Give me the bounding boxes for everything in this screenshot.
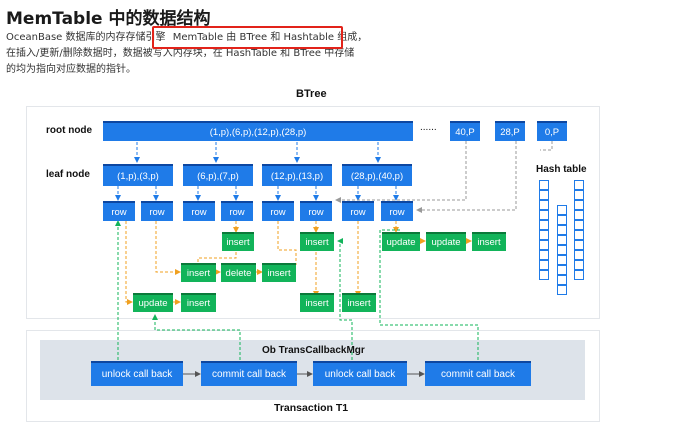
op-update-1: update [382, 232, 420, 251]
hash-cell [539, 240, 549, 250]
hash-cell [539, 200, 549, 210]
callback-commit-2: commit call back [425, 361, 531, 386]
op-update-3: update [133, 293, 173, 312]
hash-cell [557, 255, 567, 265]
hash-cell [539, 260, 549, 270]
row-5: row [262, 201, 294, 221]
highlight-box [152, 26, 343, 49]
hash-table-title: Hash table [536, 164, 587, 175]
hash-cell [539, 190, 549, 200]
root-node-box: (1,p),(6,p),(12,p),(28,p) [103, 121, 413, 141]
leaf-node-3: (12,p),(13,p) [262, 164, 332, 186]
para-line-2: 的均为指向对应数据的指针。 [6, 64, 136, 75]
op-insert-3: insert [472, 232, 506, 251]
btree-title: BTree [296, 88, 327, 100]
hash-cell [557, 205, 567, 215]
description-paragraph: OceanBase 数据库的内存存储引擎 MemTable 由 BTree 和 … [6, 30, 688, 78]
hash-cell [539, 180, 549, 190]
op-update-2: update [426, 232, 466, 251]
transaction-title: Transaction T1 [274, 402, 349, 414]
op-delete-1: delete [221, 263, 256, 282]
hash-cell [574, 220, 584, 230]
op-insert-7: insert [300, 293, 334, 312]
hash-cell [574, 190, 584, 200]
hash-cell [539, 220, 549, 230]
para-highlight: MemTable 由 BTree 和 Hashtable 组成， [172, 32, 368, 43]
op-insert-5: insert [262, 263, 296, 282]
leaf-node-4: (28,p),(40,p) [342, 164, 412, 186]
root-right-box-3: 0,P [537, 121, 567, 141]
leaf-node-2: (6,p),(7,p) [183, 164, 253, 186]
root-node-label: root node [46, 125, 93, 136]
root-right-box-2: 28,P [495, 121, 525, 141]
op-insert-1: insert [222, 232, 254, 251]
hash-cell [539, 270, 549, 280]
hash-cell [557, 265, 567, 275]
hash-cell [539, 250, 549, 260]
row-4: row [221, 201, 253, 221]
row-6: row [300, 201, 332, 221]
row-2: row [141, 201, 173, 221]
hash-cell [574, 230, 584, 240]
hash-cell [574, 250, 584, 260]
op-insert-6: insert [181, 293, 216, 312]
para-part-2: 在插入/更新/删除数据时，数据被写入内存块，在 HashTable 和 BTre… [6, 48, 355, 59]
hash-cell [574, 240, 584, 250]
op-insert-4: insert [181, 263, 216, 282]
row-1: row [103, 201, 135, 221]
row-3: row [183, 201, 215, 221]
hash-cell [539, 230, 549, 240]
hash-cell [574, 180, 584, 190]
hash-cell [557, 285, 567, 295]
para-part-1: OceanBase 数据库的内存存储引擎 [6, 32, 166, 43]
hash-cell [574, 270, 584, 280]
hash-cell [574, 200, 584, 210]
hash-cell [557, 235, 567, 245]
hash-cell [557, 275, 567, 285]
callback-unlock-1: unlock call back [91, 361, 183, 386]
page-title: MemTable 中的数据结构 [6, 9, 211, 29]
row-8: row [381, 201, 413, 221]
hash-cell [557, 225, 567, 235]
hash-cell [539, 210, 549, 220]
callback-mgr-title: Ob TransCallbackMgr [262, 345, 365, 356]
root-ellipsis: ...... [420, 122, 437, 133]
hash-cell [574, 260, 584, 270]
callback-commit-1: commit call back [201, 361, 297, 386]
hash-cell [557, 215, 567, 225]
row-7: row [342, 201, 374, 221]
leaf-node-1: (1,p),(3,p) [103, 164, 173, 186]
leaf-node-label: leaf node [46, 169, 90, 180]
hash-cell [557, 245, 567, 255]
hash-cell [574, 210, 584, 220]
op-insert-2: insert [300, 232, 334, 251]
callback-unlock-2: unlock call back [313, 361, 407, 386]
root-right-box-1: 40,P [450, 121, 480, 141]
op-insert-8: insert [342, 293, 376, 312]
